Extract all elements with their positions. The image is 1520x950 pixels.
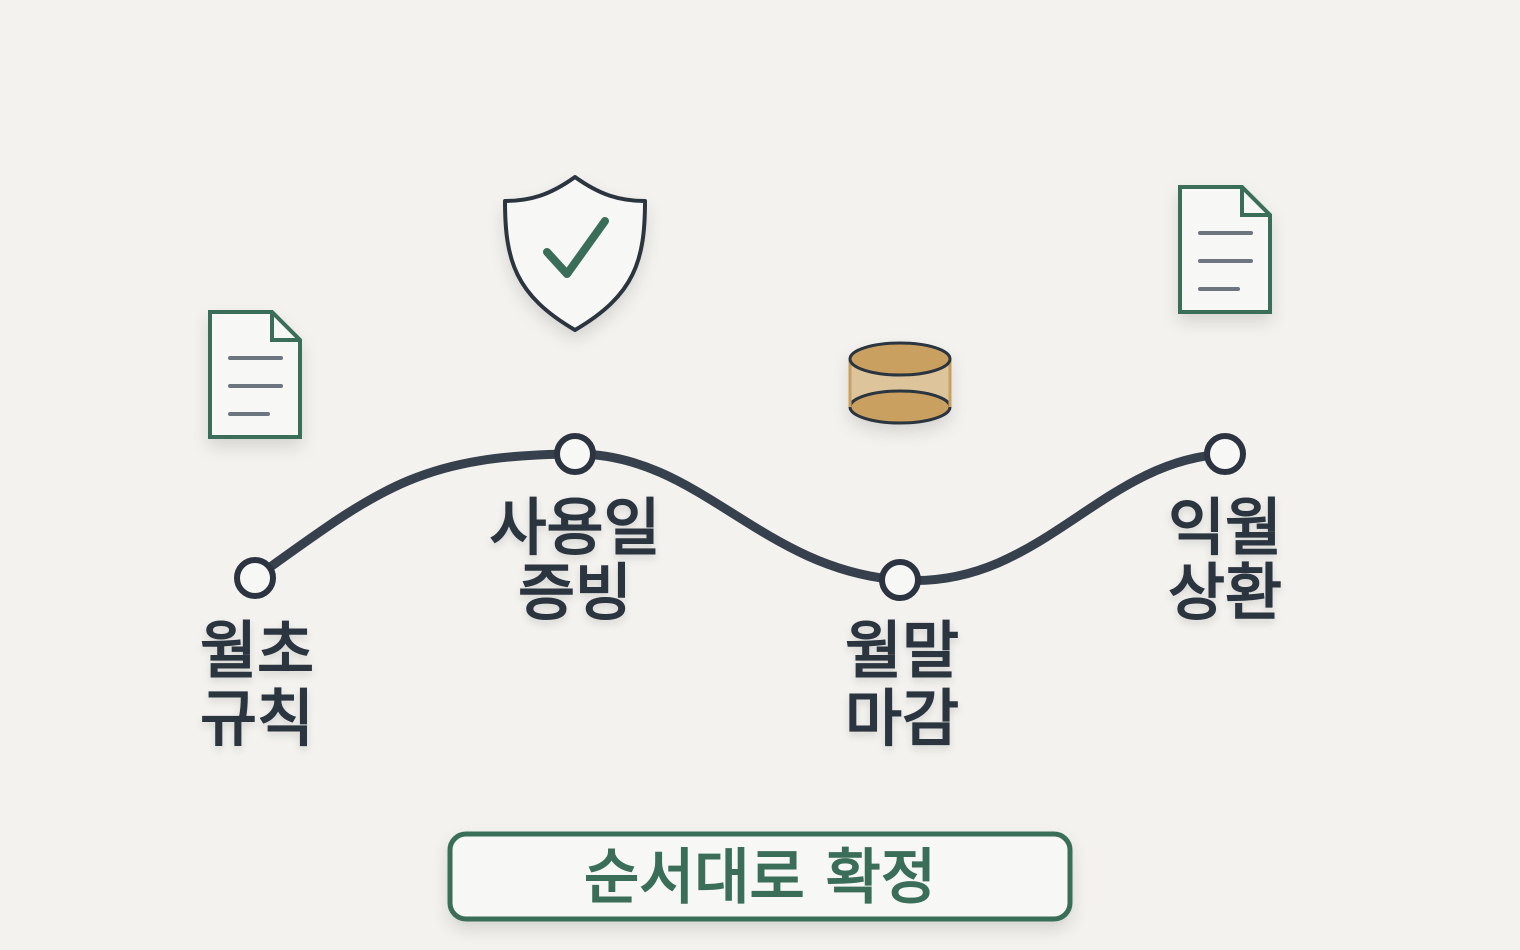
timeline-node-3: [879, 559, 921, 601]
coin-icon: [848, 341, 952, 425]
step-4-label-line1: 익월: [1168, 491, 1282, 564]
step-1-label-line1: 월초: [200, 614, 314, 687]
shield-check-icon: [503, 175, 647, 332]
step-1-label-line2: 규칙: [200, 682, 314, 755]
timeline-node-4: [1204, 433, 1246, 475]
step-2-label-line1: 사용일: [489, 491, 660, 564]
confirm-in-order-label: 순서대로 확정: [584, 843, 936, 913]
timeline-node-2: [554, 433, 596, 475]
document-icon: [208, 310, 302, 439]
timeline-wave-line: [250, 449, 1230, 586]
document-icon: [1178, 185, 1272, 314]
confirm-in-order-button[interactable]: 순서대로 확정: [447, 831, 1073, 922]
step-4-label-line2: 상환: [1168, 556, 1282, 629]
step-2-label-line2: 증빙: [518, 556, 632, 629]
step-3-label-line1: 월말: [845, 614, 959, 687]
timeline-node-1: [234, 557, 276, 599]
step-3-label-line2: 마감: [845, 682, 959, 755]
